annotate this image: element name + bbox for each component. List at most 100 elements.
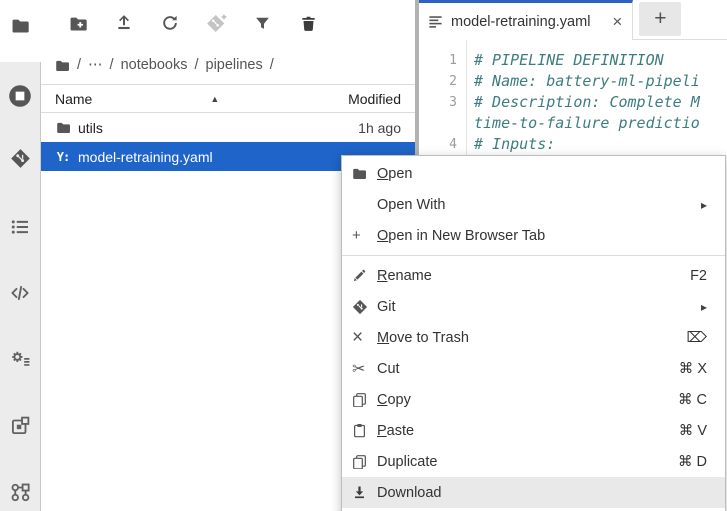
breadcrumb-home-folder-icon[interactable] <box>55 58 70 73</box>
tab-model-retraining-yaml[interactable]: model-retraining.yaml × <box>419 0 634 40</box>
file-list-header[interactable]: Name ▲ Modified <box>41 84 415 113</box>
refresh-button[interactable] <box>155 8 185 38</box>
menu-item-label: Rename <box>377 267 432 284</box>
code-text: # Name: battery-ml-pipeli <box>474 72 700 90</box>
menu-item-label: Open in New Browser Tab <box>377 227 546 244</box>
menu-item-label: Paste <box>377 422 415 439</box>
menu-item-label: Open With <box>377 196 446 213</box>
menu-shortcut: ⌘ C <box>678 391 707 408</box>
sidebar-tab-file-browser[interactable] <box>0 11 40 39</box>
table-of-contents-icon <box>10 217 30 237</box>
menu-item-download[interactable]: Download <box>342 477 725 508</box>
sidebar-tab-extension-manager[interactable] <box>0 411 40 439</box>
menu-item-cut[interactable]: ✂ Cut ⌘ X <box>342 353 725 384</box>
folder-icon <box>11 16 30 35</box>
menu-item-label: Git <box>377 298 396 315</box>
blocks-icon <box>10 415 31 436</box>
filter-icon <box>254 15 271 32</box>
context-menu: Open Open With ▸ + Open in New Browser T… <box>341 155 726 511</box>
menu-item-label: Open <box>377 165 413 182</box>
upload-button[interactable] <box>109 8 139 38</box>
line-number: 1 <box>449 53 457 68</box>
menu-item-open-in-new-browser-tab[interactable]: + Open in New Browser Tab <box>342 220 725 251</box>
sidebar-tab-property-inspector[interactable] <box>0 344 40 372</box>
menu-item-label: Download <box>377 484 442 501</box>
tab-close-icon[interactable]: × <box>612 12 623 31</box>
new-tab-button[interactable]: + <box>639 2 682 36</box>
breadcrumb: / ⋯ / notebooks / pipelines / <box>41 46 415 84</box>
yaml-file-icon: Y: <box>56 149 70 164</box>
code-text: # Description: Complete M <box>474 93 700 111</box>
menu-item-label: Cut <box>377 360 400 377</box>
menu-item-duplicate[interactable]: Duplicate ⌘ D <box>342 446 725 477</box>
menu-item-label: Duplicate <box>377 453 438 470</box>
code-icon <box>10 283 30 303</box>
breadcrumb-item-pipelines[interactable]: pipelines <box>205 57 263 73</box>
new-folder-icon <box>69 14 88 33</box>
folder-icon <box>55 120 71 136</box>
sidebar-tab-running-kernels[interactable] <box>0 82 40 110</box>
file-name: model-retraining.yaml <box>78 148 213 165</box>
menu-shortcut: ⌘ X <box>678 360 707 377</box>
scissors-icon: ✂ <box>352 360 366 378</box>
file-name: utils <box>78 119 103 136</box>
code-text: # PIPELINE DEFINITION <box>474 51 664 69</box>
folder-icon <box>352 166 377 182</box>
sidebar-tab-code-console[interactable] <box>0 279 40 307</box>
sidebar-tab-strip <box>0 0 41 511</box>
sidebar-tab-table-of-contents[interactable] <box>0 213 40 241</box>
code-area: 1 # PIPELINE DEFINITION 2 # Name: batter… <box>419 40 727 155</box>
trash-button[interactable] <box>293 8 323 38</box>
menu-shortcut: F2 <box>690 267 707 284</box>
breadcrumb-item-notebooks[interactable]: notebooks <box>120 57 188 73</box>
filter-button[interactable] <box>247 8 277 38</box>
code-line: 4 # Inputs: <box>419 134 727 155</box>
menu-item-label: Copy <box>377 391 411 408</box>
menu-item-git[interactable]: Git ▸ <box>342 291 725 322</box>
line-number: 4 <box>449 137 457 152</box>
menu-divider <box>342 255 725 256</box>
new-folder-button[interactable] <box>63 8 93 38</box>
text-file-icon <box>428 14 443 29</box>
line-number <box>419 113 466 134</box>
tab-title: model-retraining.yaml <box>451 13 591 30</box>
code-line: 3 # Description: Complete M <box>419 92 727 113</box>
sidebar-tab-git[interactable] <box>0 144 40 172</box>
code-line: 2 # Name: battery-ml-pipeli <box>419 71 727 92</box>
submenu-arrow-icon: ▸ <box>700 299 707 314</box>
breadcrumb-separator: / <box>269 57 274 73</box>
line-number: 3 <box>449 95 457 110</box>
column-header-modified[interactable]: Modified <box>348 90 401 107</box>
editor-tab-bar: model-retraining.yaml × + <box>419 0 727 40</box>
running-kernels-icon <box>8 84 32 108</box>
blank-icon-space <box>352 197 377 213</box>
menu-item-label: Move to Trash <box>377 329 469 346</box>
breadcrumb-separator: / <box>194 57 199 73</box>
sidebar-tab-pipeline[interactable] <box>0 478 40 506</box>
code-text: # Inputs: <box>474 135 556 153</box>
menu-item-open[interactable]: Open <box>342 158 725 189</box>
plus-icon: + <box>352 227 361 244</box>
menu-item-copy[interactable]: Copy ⌘ C <box>342 384 725 415</box>
code-line: 1 # PIPELINE DEFINITION <box>419 50 727 71</box>
breadcrumb-separator: / <box>109 57 114 73</box>
git-icon <box>352 299 377 315</box>
column-header-name[interactable]: Name <box>55 90 93 107</box>
delete-key-icon: ⌦ <box>686 329 707 346</box>
breadcrumb-separator: / <box>77 57 82 73</box>
menu-item-open-with[interactable]: Open With ▸ <box>342 189 725 220</box>
git-clone-button[interactable] <box>201 8 231 38</box>
file-row-utils[interactable]: utils 1h ago <box>41 113 415 142</box>
menu-item-paste[interactable]: Paste ⌘ V <box>342 415 725 446</box>
breadcrumb-ellipsis[interactable]: ⋯ <box>88 57 103 73</box>
close-x-icon: × <box>352 326 364 348</box>
pencil-icon <box>352 268 377 284</box>
pipeline-nodes-icon <box>10 482 31 503</box>
menu-shortcut: ⌘ V <box>678 422 707 439</box>
menu-shortcut: ⌘ D <box>678 453 707 470</box>
menu-item-rename[interactable]: Rename F2 <box>342 260 725 291</box>
menu-item-move-to-trash[interactable]: × Move to Trash ⌦ <box>342 322 725 353</box>
git-icon <box>10 148 31 169</box>
duplicate-icon <box>352 454 377 470</box>
file-modified: 1h ago <box>358 119 401 136</box>
